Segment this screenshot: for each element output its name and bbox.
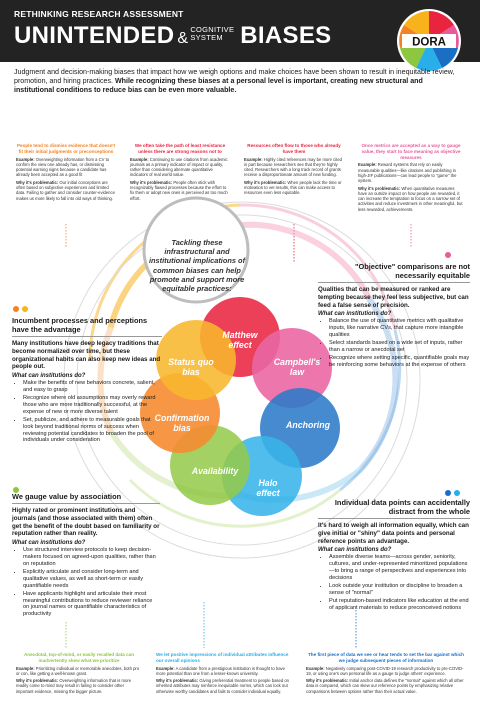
card-why: Why it's problematic: Initial anchor dat… (306, 678, 464, 694)
bubble-status-quo: Status quo bias (168, 357, 214, 377)
card-example: Example: A candidate from a prestigious … (156, 665, 285, 676)
section-heading: "Objective" comparisons are not necessar… (354, 262, 470, 280)
section-subheading: What can institutions do? (318, 547, 392, 554)
section-subheading: What can institutions do? (318, 311, 392, 318)
section-objective-comparisons: "Objective" comparisons are not necessar… (318, 262, 470, 370)
list-item: Put reputation-based indicators like edu… (329, 598, 470, 612)
list-item: Select standards based on a wide set of … (329, 340, 470, 354)
card-heading: Once metrics are accepted as a way to ga… (361, 143, 461, 160)
list-item: Recognize where old assumptions may over… (23, 395, 162, 416)
card-why: Why it's problematic: Our initial concep… (16, 179, 115, 201)
action-list: Use structured interview protocols to ke… (12, 547, 160, 618)
title-system: SYSTEM (190, 33, 223, 42)
action-list: Balance the use of quantitative metrics … (318, 318, 470, 368)
section-heading: Incumbent processes and perceptions have… (12, 316, 148, 334)
card-why: Why it's problematic: People often stick… (130, 179, 228, 201)
section-lead: It's hard to weigh all information equal… (318, 522, 469, 545)
bottom-card-anchoring: The first piece of data we see or hear t… (306, 652, 466, 696)
bottom-card-availability: Anecdotal, top-of-mind, or easily recall… (16, 652, 142, 696)
top-card-campbell: Once metrics are accepted as a way to ga… (358, 143, 464, 214)
bubble-matthew: Matthew effect (222, 330, 258, 350)
list-item: Recognize where setting specific, quanti… (329, 355, 470, 369)
card-example: Example: Negatively comparing post-COVID… (306, 665, 464, 676)
dot-yellow (22, 306, 28, 312)
list-item: Look outside your institution or discipl… (329, 583, 470, 597)
title-right: BIASES (240, 22, 332, 49)
section-subheading: What can institutions do? (12, 373, 86, 380)
dot-green (13, 487, 19, 493)
list-item: Have applicants highlight and articulate… (23, 591, 160, 619)
card-example: Example: Prioritizing individual or memo… (16, 665, 140, 676)
dot-orange (13, 306, 19, 312)
card-why: Why it's problematic: Giving preferentia… (156, 678, 289, 694)
card-why: Why it's problematic: When people lack t… (244, 179, 342, 196)
intro-paragraph: Judgment and decision-making biases that… (14, 68, 460, 96)
dot-pink (445, 252, 451, 258)
dot-navy (445, 490, 451, 496)
card-heading: Anecdotal, top-of-mind, or easily recall… (23, 652, 135, 663)
list-item: Explicitly articulate and consider long-… (23, 569, 160, 590)
top-card-status-quo: We often take the path of least resistan… (130, 143, 230, 203)
card-heading: We let positive impressions of individua… (156, 652, 289, 663)
card-heading: The first piece of data we see or hear t… (308, 652, 464, 663)
list-item: Balance the use of quantitative metrics … (329, 318, 470, 339)
list-item: Use structured interview protocols to ke… (23, 547, 160, 568)
section-heading: We gauge value by association (12, 492, 122, 501)
card-example: Example: Overweighting information from … (16, 156, 110, 178)
list-item: Assemble diverse teams—across gender, se… (329, 554, 470, 582)
bubble-confirmation: Confirmation bias (154, 413, 210, 433)
kicker: RETHINKING RESEARCH ASSESSMENT (14, 9, 184, 19)
top-card-confirmation: People tend to dismiss evidence that doe… (16, 143, 116, 203)
title-left: UNINTENDED (14, 22, 175, 49)
bottom-card-halo: We let positive impressions of individua… (156, 652, 294, 696)
top-card-matthew: Resources often flow to those who alread… (244, 143, 344, 198)
card-heading: We often take the path of least resistan… (134, 143, 226, 154)
bubble-halo: Halo effect (256, 478, 280, 498)
card-example: Example: Reward systems that rely on eas… (358, 162, 457, 184)
dot-blue (454, 490, 460, 496)
intro-normal: Judgment and decision-making biases that… (14, 68, 455, 86)
list-item: Set, publicize, and adhere to measurable… (23, 417, 162, 445)
card-example: Example: Highly cited references may be … (244, 156, 342, 178)
title-amp: & (177, 30, 189, 47)
bubble-availability: Availability (191, 466, 239, 476)
card-why: Why it's problematic: When quantitative … (358, 185, 463, 212)
card-why: Why it's problematic: Overweighting info… (16, 678, 132, 694)
logo-text: DORA (412, 37, 446, 49)
card-heading: Resources often flow to those who alread… (247, 143, 341, 154)
section-lead: Qualities that can be measured or ranked… (318, 286, 469, 309)
section-value-by-association: We gauge value by association Highly rat… (12, 492, 160, 619)
section-heading: Individual data points can accidentally … (334, 498, 470, 516)
bubble-campbell: Campbell's law (273, 357, 321, 377)
bubble-anchoring: Anchoring (286, 420, 330, 430)
intro-bold: While recognizing these biases at a pers… (14, 77, 423, 95)
card-heading: People tend to dismiss evidence that doe… (16, 143, 116, 154)
section-incumbent: Incumbent processes and perceptions have… (12, 316, 162, 445)
list-item: Make the benefits of new behaviors concr… (23, 380, 162, 394)
section-lead: Highly rated or prominent institutions a… (12, 507, 160, 538)
title-cognitive: COGNITIVE (190, 25, 235, 34)
section-individual-data-points: Individual data points can accidentally … (318, 498, 470, 613)
center-tackling-text: Tackling these infrastructural and insti… (148, 238, 246, 294)
action-list: Assemble diverse teams—across gender, se… (318, 554, 470, 611)
action-list: Make the benefits of new behaviors concr… (12, 380, 162, 444)
section-subheading: What can institutions do? (12, 540, 86, 547)
dora-logo: DORA (397, 9, 461, 73)
section-lead: Many institutions have deep legacy tradi… (12, 340, 161, 371)
card-example: Example: Continuing to use citations fro… (130, 156, 228, 178)
